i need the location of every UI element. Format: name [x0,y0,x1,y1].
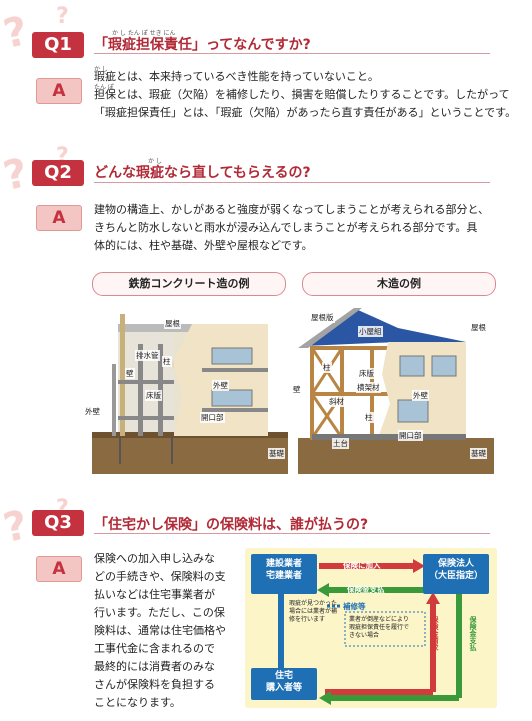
wood-label-wall: 壁 [292,384,302,395]
flow-label-repair: 補修等 [343,602,366,611]
question-mark-decoration: ? [0,150,32,200]
question-mark-decoration: ? [0,8,32,58]
q1-answer-line: 担保とは、瑕疵（欠陥）を補修したり、損害を賠償したりすることです。したがって [94,88,510,101]
wood-label-roof: 屋根 [470,322,487,333]
wood-label-sill: 土台 [332,438,349,449]
q3-answer-line: ことになります。 [94,696,181,709]
q3-answer-line: さんが保険料を負担する [94,678,215,691]
flow-label-payout: 保険金支払 [347,585,385,594]
rc-label-foundation: 基礎 [268,448,285,459]
q3-badge: Q3 [32,510,84,536]
wood-label-exterior-wall: 外壁 [412,390,429,401]
q2-title: どんな瑕疵なら直してもらえるの? [94,165,311,181]
rc-label-floor: 床版 [145,390,162,401]
insurance-flow-diagram: 建設業者 宅建業者 保険法人 （大臣指定） 住宅 購入者等 保険に加入 保険金支… [245,548,497,708]
q1-title: 「瑕疵担保責任」ってなんですか? [94,37,311,53]
rc-label-roof: 屋根 [164,318,181,329]
rc-label-opening: 開口部 [200,412,225,423]
q3-title: 「住宅かし保険」の保険料は、誰が払うの? [94,517,369,533]
rc-label-pillar: 柱 [162,356,172,367]
wood-label-pillar2: 柱 [364,412,374,423]
wood-building-illustration [298,308,494,474]
wood-diagram-title: 木造の例 [302,272,496,296]
q2-title-ruby: か し [148,158,162,165]
q2-badge: Q2 [32,160,84,186]
wood-label-beam: 横架材 [356,382,381,393]
flow-note-right: 業者が倒産などにより 瑕疵担保責任を履行で きない場合 [349,616,410,639]
q1-badge: Q1 [32,32,84,58]
wood-label-opening: 開口部 [398,430,423,441]
q2-answer-line: きちんと防水しないと雨水が浸み込んでしまうことが考えられる部分です。具 [94,221,478,234]
q1-answer-ruby: か し [94,66,108,73]
q2-answer-line: 建物の構造上、かしがあると強度が弱くなってしまうことが考えられる部分と、 [94,203,490,216]
wood-label-foundation: 基礎 [470,448,487,459]
q3-answer-text: 保険への加入申し込みな どの手続きや、保険料の支 払いなどは住宅事業者が 行いま… [94,550,226,712]
question-mark-decoration: ? [56,4,69,29]
rc-diagram-title: 鉄筋コンクリート造の例 [92,272,286,296]
wood-label-pillar: 柱 [322,362,332,373]
rc-label-outer-wall-left: 外壁 [84,406,101,417]
buyer-box: 住宅 購入者等 [251,668,317,700]
builder-box: 建設業者 宅建業者 [251,554,317,594]
divider [94,533,490,534]
wood-label-roof-board: 屋根版 [310,312,335,323]
rc-label-drain: 排水管 [135,350,160,361]
q3-answer-line: 最終的には消費者のみな [94,660,215,673]
q1-answer-line: 「瑕疵担保責任」とは、「瑕疵（欠陥）があったら直す責任がある」ということです。 [94,106,517,119]
q3-answer-line: 払いなどは住宅事業者が [94,588,215,601]
divider [94,53,490,54]
wood-label-hut: 小屋組 [358,326,383,337]
q2-answer-badge: A [36,205,82,231]
wood-label-floor: 床版 [358,368,375,379]
q1-title-ruby: か し たん ぽ せき にん [112,30,176,37]
flow-label-claim-vertical: 保険金請求 [431,616,439,651]
q1-answer-text: 瑕疵とは、本来持っているべき性能を持っていないこと。 担保とは、瑕疵（欠陥）を補… [94,68,516,122]
flow-arrows [274,559,462,705]
rc-building-illustration [92,314,288,474]
rc-label-exterior-wall: 外壁 [212,380,229,391]
flow-note-left: 瑕疵が見つかった 場合には業者が補 修を行います [289,600,338,623]
question-mark-decoration: ? [0,502,32,552]
q3-answer-line: 工事代金に含まれるので [94,642,215,655]
q1-answer-ruby: たん ぽ [94,84,114,91]
insurer-box: 保険法人 （大臣指定） [423,554,489,594]
flow-label-payout-vertical: 保険金支払 [469,616,477,651]
q2-answer-line: 体的には、柱や基礎、外壁や屋根などです。 [94,239,313,252]
divider [94,182,490,183]
rc-label-wall: 壁 [125,368,135,379]
q3-answer-line: 行います。ただし、この保 [94,606,225,619]
q3-answer-badge: A [36,556,82,582]
q3-answer-line: 保険への加入申し込みな [94,552,215,565]
q3-answer-line: 険料は、通常は住宅価格や [94,624,226,637]
q3-answer-line: どの手続きや、保険料の支 [94,570,226,583]
q1-answer-badge: A [36,78,82,104]
wood-label-brace: 斜材 [328,396,345,407]
q1-answer-line: 瑕疵とは、本来持っているべき性能を持っていないこと。 [94,70,379,83]
q2-answer-text: 建物の構造上、かしがあると強度が弱くなってしまうことが考えられる部分と、 きちん… [94,201,489,255]
flow-label-join: 保険に加入 [343,561,381,570]
